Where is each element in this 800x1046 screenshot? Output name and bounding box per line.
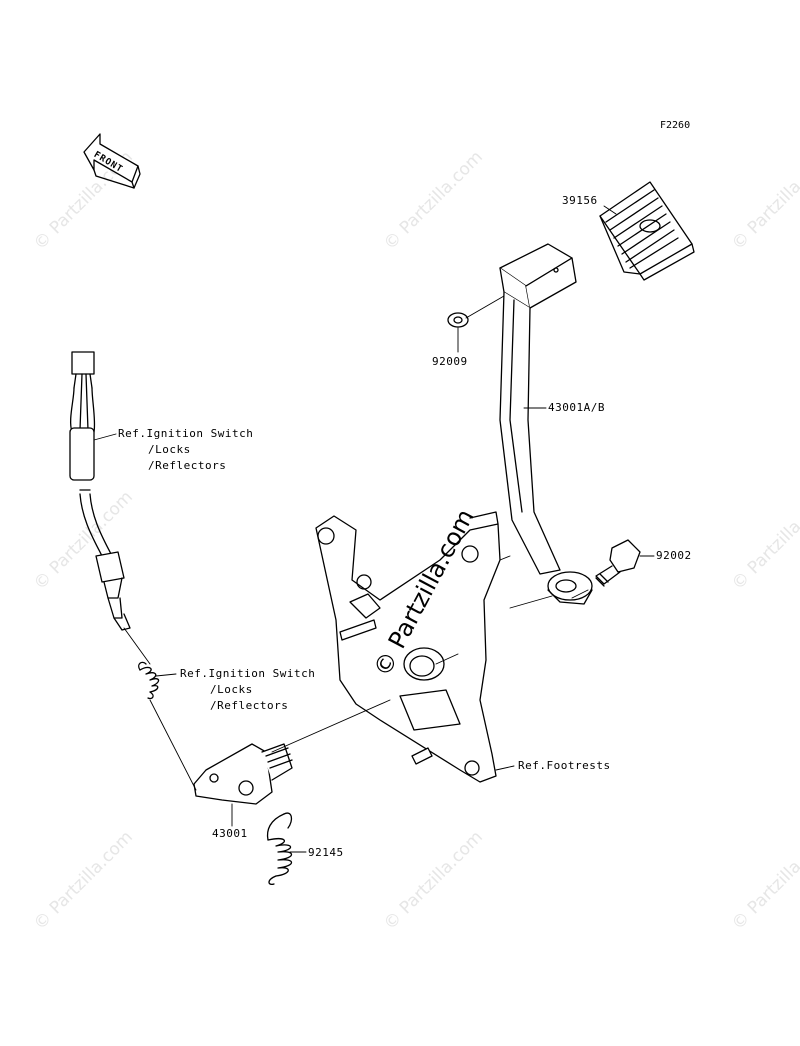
figure-id: F2260 xyxy=(660,120,691,131)
ref-footrests[interactable]: Ref.Footrests xyxy=(518,759,611,772)
ref-line: /Locks xyxy=(210,683,253,696)
bolt xyxy=(571,539,641,599)
ref-ignition-switch-lower[interactable]: Ref.Ignition Switch /Locks /Reflectors xyxy=(180,666,315,714)
return-spring xyxy=(266,812,293,886)
callout-spring[interactable]: 92145 xyxy=(308,846,344,859)
pedal-rubber-pad xyxy=(599,181,695,281)
brake-light-switch xyxy=(69,351,131,631)
ref-line: Ref.Ignition Switch xyxy=(118,427,254,440)
ref-line: /Locks xyxy=(148,443,191,456)
switch-spring xyxy=(138,661,160,700)
leader-ref-ignition-lower xyxy=(155,673,177,677)
brake-lever xyxy=(193,743,293,805)
callout-washer[interactable]: 92009 xyxy=(432,355,468,368)
callout-bolt[interactable]: 92002 xyxy=(656,549,692,562)
ref-ignition-switch-upper[interactable]: Ref.Ignition Switch /Locks /Reflectors xyxy=(118,426,253,474)
footrest-bracket xyxy=(315,511,501,783)
ref-line: /Reflectors xyxy=(210,699,289,712)
ref-line: Ref.Ignition Switch xyxy=(180,667,316,680)
brake-pedal-arm xyxy=(499,291,593,605)
leader-39156 xyxy=(603,205,617,215)
front-arrow-icon xyxy=(83,133,141,189)
ref-line: /Reflectors xyxy=(148,459,227,472)
leader-ref-footrests xyxy=(495,765,515,771)
pedal-head xyxy=(499,243,577,309)
callout-lever[interactable]: 43001 xyxy=(212,827,248,840)
leader-ref-ignition-upper xyxy=(93,433,117,441)
callout-brake-pedal[interactable]: 43001A/B xyxy=(548,401,605,414)
washer xyxy=(447,295,505,328)
callout-pedal-rubber[interactable]: 39156 xyxy=(562,194,598,207)
